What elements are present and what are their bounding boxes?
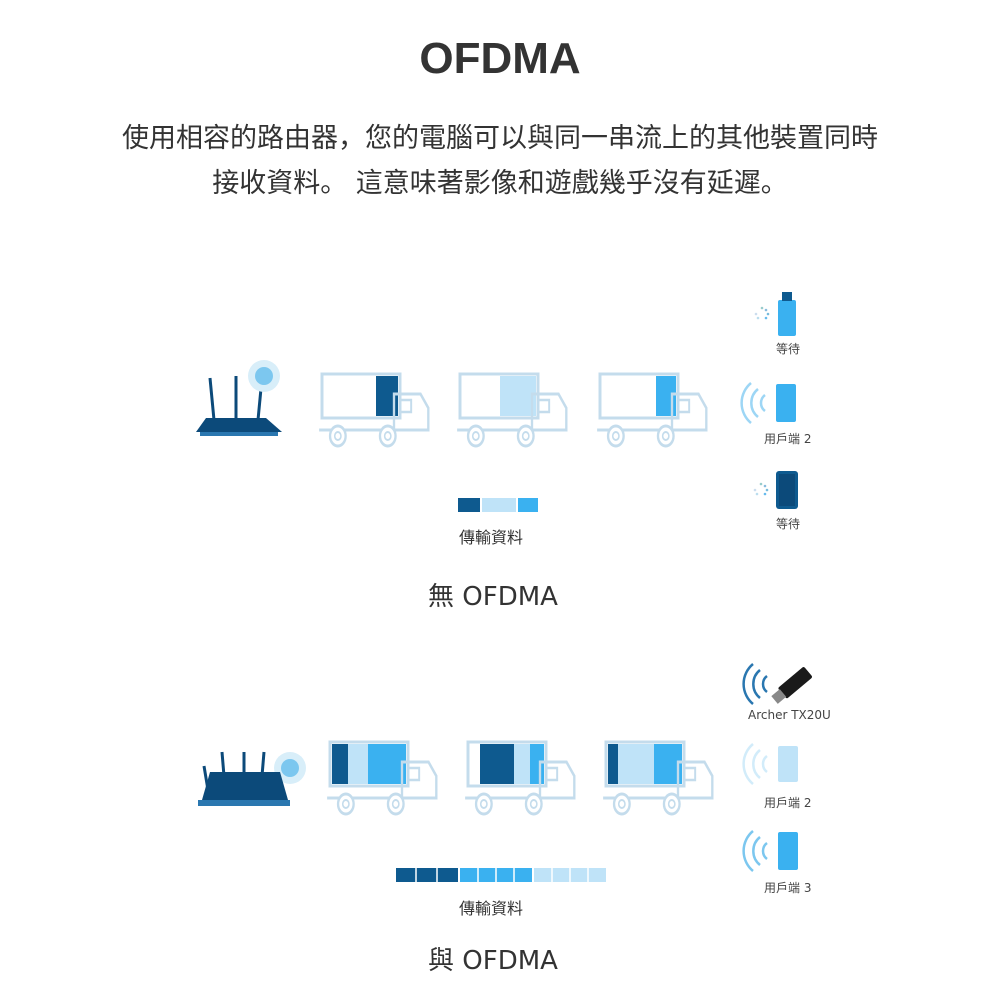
client-2-label: 用戶端 2 (764, 432, 812, 446)
intro-text: 使用相容的路由器，您的電腦可以與同一串流上的其他裝置同時 接收資料。 這意味著影… (60, 116, 940, 206)
data-blocks-legend-ofdma (396, 868, 606, 882)
data-blocks-legend (458, 498, 538, 512)
router-ax-icon (198, 751, 306, 806)
intro-line-2: 接收資料。 這意味著影像和遊戲幾乎沒有延遲。 (212, 168, 788, 199)
data-transfer-label-ofdma: 傳輸資料 (459, 899, 524, 918)
truck-3 (595, 372, 708, 448)
page-title: OFDMA (419, 34, 581, 83)
data-transfer-label: 傳輸資料 (459, 528, 524, 547)
truck-1 (317, 372, 430, 448)
client-3-label: 等待 (776, 517, 801, 531)
truck-2 (455, 372, 568, 448)
with-ofdma-caption: 與 OFDMA (428, 946, 558, 976)
truck-4 (325, 740, 438, 816)
loading-spinner-icon (754, 306, 770, 320)
without-ofdma-caption: 無 OFDMA (428, 582, 558, 612)
client-2-phone (740, 381, 796, 425)
client-2-label-ofdma: 用戶端 2 (764, 796, 812, 810)
usb-adapter-icon (742, 662, 812, 706)
router-icon (196, 360, 282, 436)
archer-label: Archer TX20U (748, 708, 831, 722)
intro-line-1: 使用相容的路由器，您的電腦可以與同一串流上的其他裝置同時 (122, 123, 878, 154)
truck-6 (601, 740, 714, 816)
client-3-waiting (753, 471, 798, 509)
loading-spinner-icon (753, 482, 769, 496)
truck-5 (463, 740, 576, 816)
client-3-label-ofdma: 用戶端 3 (764, 881, 812, 895)
client-1-waiting (754, 292, 796, 336)
client-1-label: 等待 (776, 342, 801, 356)
client-2-phone-ofdma (742, 742, 798, 786)
client-3-phone-ofdma (742, 829, 798, 873)
